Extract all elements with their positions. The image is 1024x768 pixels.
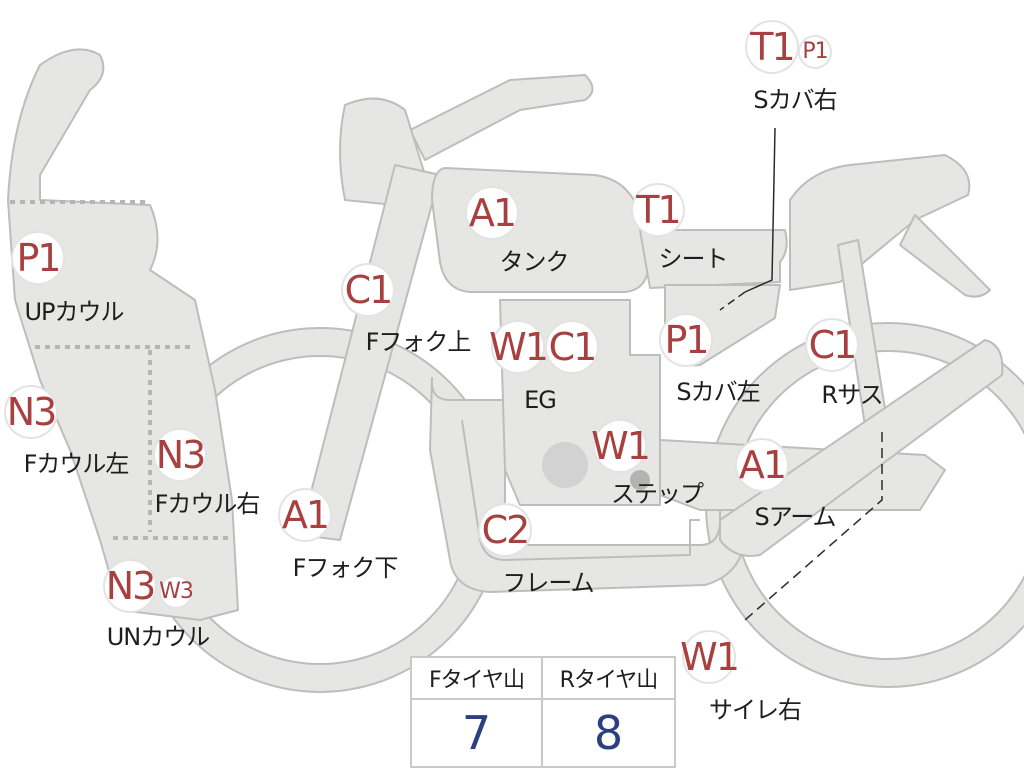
label-f-fork-lower: Fフォク下: [292, 554, 399, 582]
label-up-cowl: UPカウル: [24, 298, 124, 326]
badge-f-cowl-left: N3: [6, 387, 57, 437]
fairing-shape: [7, 48, 239, 621]
label-silencer-right: サイレ右: [709, 696, 802, 724]
front-fork-shape: [299, 164, 441, 541]
label-f-cowl-right: Fカウル右: [154, 490, 261, 518]
badge-rear-suspension: C1: [807, 320, 857, 370]
label-step: ステップ: [611, 480, 704, 508]
label-seat: シート: [658, 245, 729, 273]
handlebar-shape: [409, 74, 594, 161]
leader-line-silencer-right: [744, 432, 883, 621]
tail-shape: [789, 154, 971, 291]
badge-engine-2: C1: [547, 322, 597, 372]
label-swing-arm: Sアーム: [754, 503, 836, 531]
rear-tire-header: Rタイヤ山: [543, 658, 674, 700]
front-tire-value: 7: [412, 700, 543, 766]
badge-f-fork-lower: A1: [280, 490, 330, 540]
label-f-cowl-left: Fカウル左: [23, 450, 130, 478]
badge-side-cover-left: P1: [661, 315, 711, 365]
label-engine: EG: [524, 386, 557, 414]
badge-swing-arm: A1: [737, 440, 787, 490]
badge-f-cowl-right: N3: [155, 430, 206, 480]
badge-frame: C2: [480, 505, 530, 555]
silencer-shape: [719, 339, 1004, 557]
label-side-cover-left: Sカバ左: [676, 378, 760, 406]
leader-line-side-cover-right: [744, 127, 776, 293]
badge-side-cover-right-2: P1: [800, 37, 830, 67]
label-f-fork-upper: Fフォク上: [365, 328, 472, 356]
badge-un-cowl: N3: [105, 561, 156, 611]
badge-un-cowl-2: W3: [159, 577, 194, 607]
badge-engine: W1: [489, 322, 549, 372]
rear-tire-value: 8: [593, 706, 624, 760]
label-frame: フレーム: [502, 569, 594, 597]
badge-silencer-right: W1: [680, 632, 740, 682]
tire-tread-table: Fタイヤ山 Rタイヤ山 7 8: [410, 656, 676, 768]
label-un-cowl: UNカウル: [106, 623, 211, 651]
seat-shape: [639, 229, 788, 289]
badge-step: W1: [591, 421, 651, 471]
front-tire-header: Fタイヤ山: [412, 658, 543, 700]
badge-side-cover-right: T1: [747, 22, 797, 72]
label-side-cover-right: Sカバ右: [753, 86, 837, 114]
badge-seat: T1: [633, 185, 683, 235]
badge-up-cowl: P1: [13, 233, 63, 283]
badge-tank: A1: [467, 188, 517, 238]
badge-f-fork-upper: C1: [343, 265, 393, 315]
label-rear-suspension: Rサス: [821, 381, 883, 409]
label-tank: タンク: [499, 248, 570, 276]
